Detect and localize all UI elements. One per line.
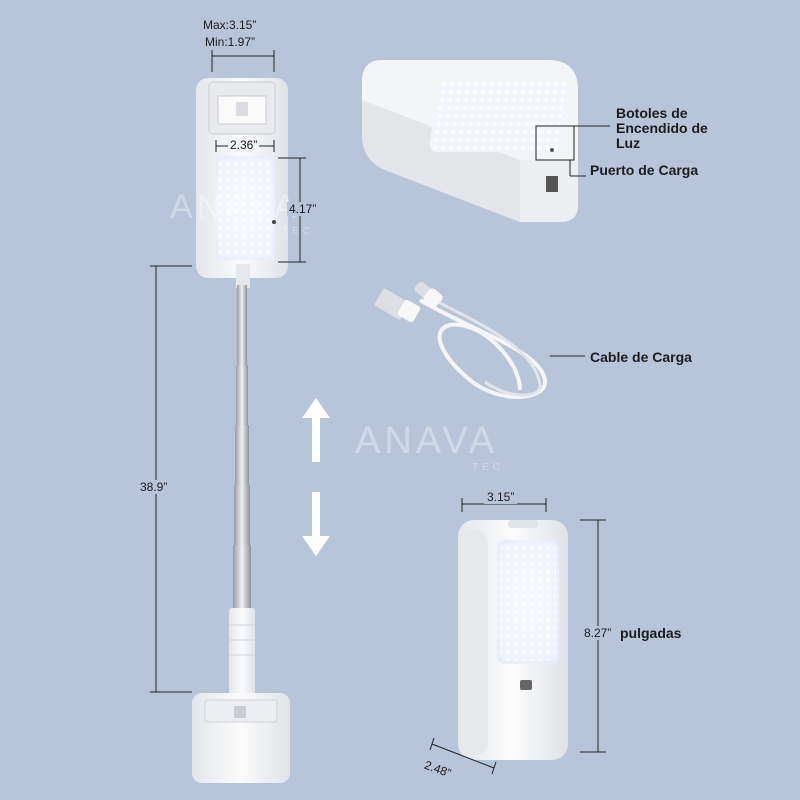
watermark-top-sub: TEC (282, 226, 314, 237)
power-buttons-line-2: Encendido de (616, 120, 708, 136)
watermark-center: ANAVA (355, 420, 499, 462)
charge-port-label: Puerto de Carga (590, 162, 699, 178)
charging-cable (374, 281, 548, 399)
light-height-label: 4.17” (287, 202, 319, 216)
box-led-panel (429, 82, 570, 152)
down-arrow-icon (302, 492, 330, 556)
watermark-center-sub: TEC (472, 462, 504, 473)
inches-label: pulgadas (620, 625, 682, 641)
power-buttons-label: Botoles de Encendido de Luz (616, 106, 708, 151)
power-buttons-line-3: Luz (616, 135, 641, 151)
callout-lines-top (535, 125, 610, 177)
telescopic-pole (237, 285, 247, 365)
box-height-label: 8.27” (584, 626, 612, 640)
power-buttons-line-1: Botoles de (616, 105, 688, 121)
clip-max-label: Max:3.15” (203, 18, 257, 32)
dimension-lines-bottom (429, 498, 606, 775)
box-width-label: 3.15” (484, 490, 518, 504)
pole-height-label: 38.9” (138, 480, 170, 494)
pole-light-assembly (192, 78, 290, 783)
watermark-top: ANAVA (170, 188, 301, 226)
box-light-front-view (458, 520, 568, 760)
box-light-side-view (362, 60, 578, 222)
clip-min-label: Min:1.97” (205, 35, 256, 49)
charge-cable-label: Cable de Carga (590, 349, 692, 365)
up-arrow-icon (302, 398, 330, 462)
light-width-label: 2.36” (228, 138, 260, 152)
